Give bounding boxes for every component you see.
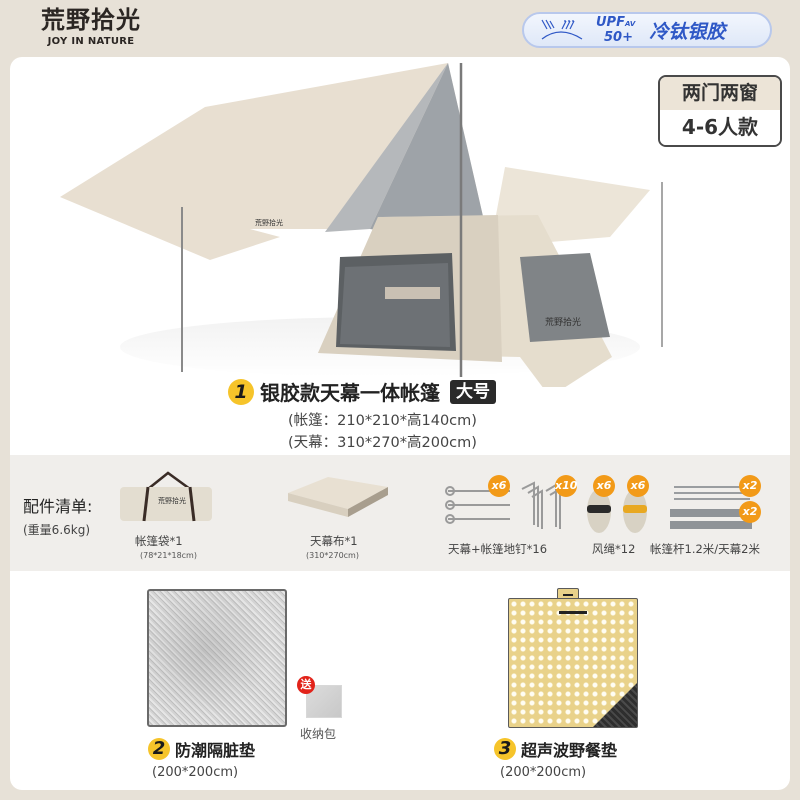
tent-image: 荒野拾光 荒野拾光 <box>60 63 663 387</box>
capacity-label: 4-6人款 <box>660 110 780 145</box>
product3-title: 超声波野餐垫 <box>521 741 618 760</box>
doors-windows-label: 两门两窗 <box>660 77 780 110</box>
wind-rope-icon <box>587 489 647 533</box>
upf-badge: UPFAV 50+ 冷钛银胶 <box>522 12 772 48</box>
folded-canopy-icon <box>288 477 388 517</box>
brand-name-cn: 荒野拾光 <box>41 6 141 34</box>
brand-logo: 荒野拾光 JOY IN NATURE <box>36 6 146 47</box>
size-badge: 大号 <box>450 379 496 404</box>
product3-spec: (200*200cm) <box>500 765 587 780</box>
qty-badge: x6 <box>627 475 649 497</box>
canopy-spec: (天幕：310*270*高200cm) <box>288 435 477 451</box>
acc-item-name: 风绳*12 <box>592 542 636 556</box>
tent-spec: (帐篷：210*210*高140cm) <box>288 413 477 429</box>
svg-text:荒野拾光: 荒野拾光 <box>158 496 186 505</box>
acc-item-sub: (310*270cm) <box>306 551 359 560</box>
upf-value: 50+ <box>604 30 633 45</box>
product3-title-row: 3 超声波野餐垫 <box>494 737 617 761</box>
product2-title: 防潮隔脏垫 <box>175 741 256 760</box>
upf-label: UPF <box>596 15 625 30</box>
qty-badge: x6 <box>488 475 510 497</box>
accessories-label: 配件清单: <box>23 497 93 516</box>
gift-label: 收纳包 <box>300 727 337 741</box>
upf-rating: UPFAV 50+ <box>596 16 635 44</box>
product1-title: 银胶款天幕一体帐篷 <box>260 381 440 405</box>
acc-item-name: 帐篷杆1.2米/天幕2米 <box>650 542 760 556</box>
svg-text:荒野拾光: 荒野拾光 <box>255 218 283 227</box>
accessories-weight: (重量6.6kg) <box>23 523 91 537</box>
tent-bag-icon: 荒野拾光 <box>120 471 212 522</box>
foil-mat-image <box>147 589 287 727</box>
qty-badge: x2 <box>739 501 761 523</box>
product2-title-row: 2 防潮隔脏垫 <box>148 737 255 761</box>
poles-icon <box>670 486 752 529</box>
upf-feature: 冷钛银胶 <box>649 20 726 43</box>
number-badge-1: 1 <box>228 378 254 405</box>
qty-badge: x2 <box>739 475 761 497</box>
product-card: 两门两窗 4-6人款 荒野拾光 荒野拾光 1 银胶款天 <box>10 57 790 790</box>
upf-sub: AV <box>624 20 636 28</box>
svg-text:荒野拾光: 荒野拾光 <box>545 316 581 328</box>
acc-item-sub: (78*21*18cm) <box>140 551 197 560</box>
capacity-tag: 两门两窗 4-6人款 <box>658 75 782 147</box>
qty-badge: x6 <box>593 475 615 497</box>
accessories-list: 配件清单: (重量6.6kg) 荒野拾光 帐篷袋*1 (78*21*18cm) … <box>10 455 790 571</box>
product1-title-row: 1 银胶款天幕一体帐篷 大号 <box>228 377 496 406</box>
acc-item-name: 天幕布*1 <box>310 534 358 548</box>
qty-badge: x10 <box>555 475 577 497</box>
number-badge-3: 3 <box>494 738 516 760</box>
number-badge-2: 2 <box>148 738 170 760</box>
picnic-mat-image <box>508 598 638 728</box>
brand-name-en: JOY IN NATURE <box>47 36 135 47</box>
acc-item-name: 天幕+帐篷地钉*16 <box>448 542 548 556</box>
gift-badge: 送 <box>297 676 315 694</box>
acc-item-name: 帐篷袋*1 <box>135 534 183 548</box>
sun-shield-icon <box>541 19 583 40</box>
product2-spec: (200*200cm) <box>152 765 239 780</box>
